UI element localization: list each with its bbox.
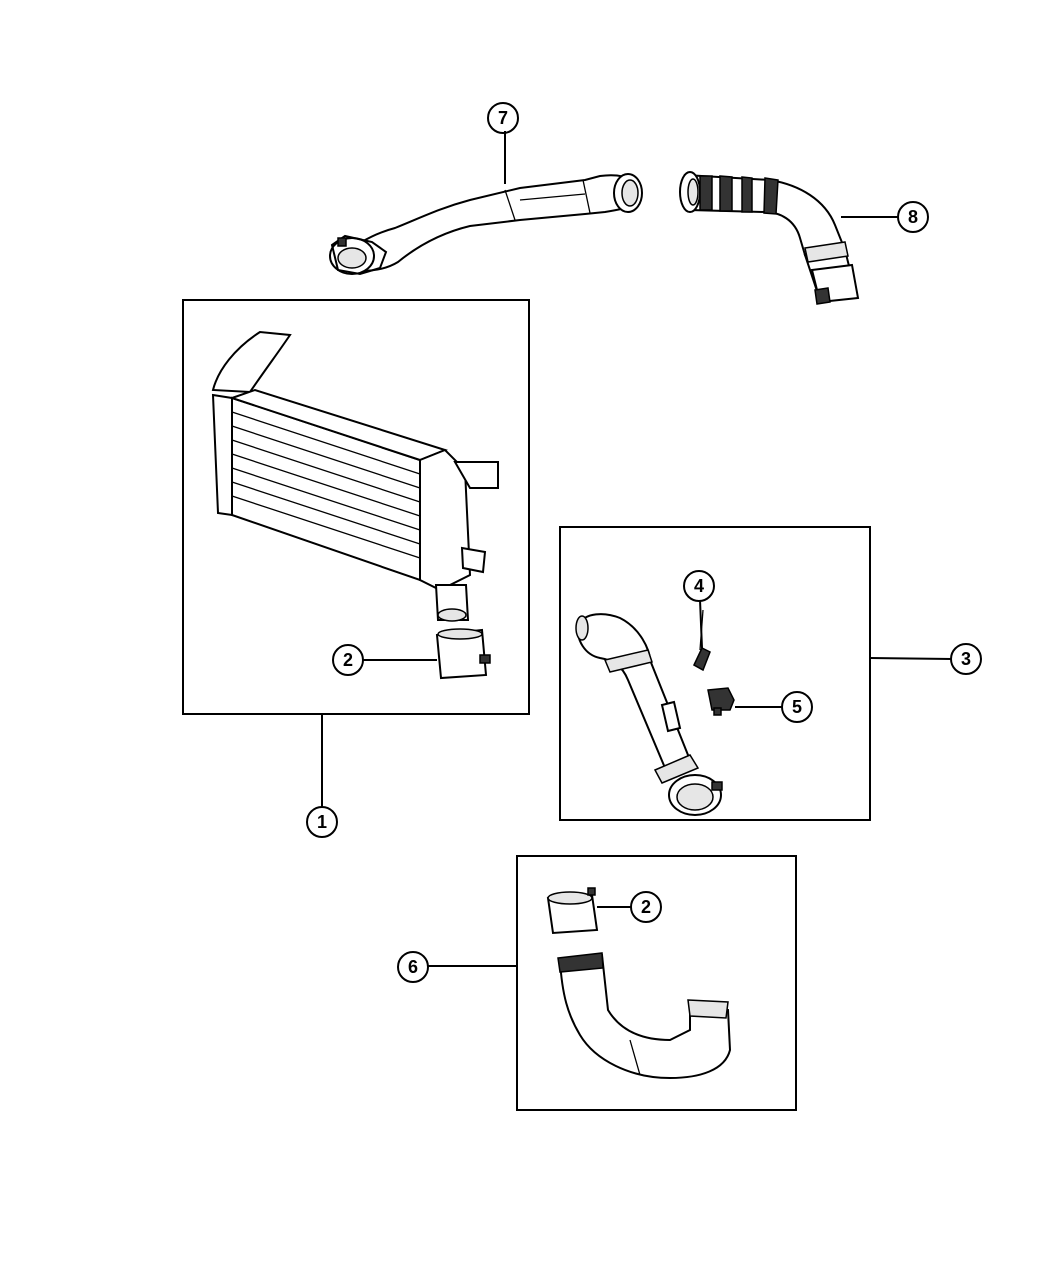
coupler-2 xyxy=(546,887,599,935)
callout-4-label: 4 xyxy=(694,576,704,596)
callout-6: 6 xyxy=(397,951,429,983)
pressure-sensor xyxy=(707,687,735,716)
charge-air-hose-lower xyxy=(557,952,732,1080)
leader-lines xyxy=(321,131,953,967)
callout-1-label: 1 xyxy=(317,812,327,832)
callout-3: 3 xyxy=(950,643,982,675)
callout-8-label: 8 xyxy=(908,207,918,227)
charge-air-outlet-tube xyxy=(575,613,723,816)
callout-7-label: 7 xyxy=(498,108,508,128)
callout-8: 8 xyxy=(897,201,929,233)
intercooler-group-frame xyxy=(182,299,530,715)
inlet-hose-group-frame xyxy=(516,855,797,1111)
callout-5-label: 5 xyxy=(792,697,802,717)
callout-3-label: 3 xyxy=(961,649,971,669)
callout-2-a: 2 xyxy=(332,644,364,676)
callout-2-a-label: 2 xyxy=(343,650,353,670)
outlet-tube-group-frame xyxy=(559,526,871,821)
callout-2-b-label: 2 xyxy=(641,897,651,917)
coupler-1 xyxy=(435,628,491,680)
charge-air-hose-upper xyxy=(679,171,860,305)
callout-7: 7 xyxy=(487,102,519,134)
callout-5: 5 xyxy=(781,691,813,723)
callout-6-label: 6 xyxy=(408,957,418,977)
callout-4: 4 xyxy=(683,570,715,602)
callout-1: 1 xyxy=(306,806,338,838)
intercooler xyxy=(211,330,499,622)
charge-air-tube-upper xyxy=(329,173,643,276)
callout-2-b: 2 xyxy=(630,891,662,923)
